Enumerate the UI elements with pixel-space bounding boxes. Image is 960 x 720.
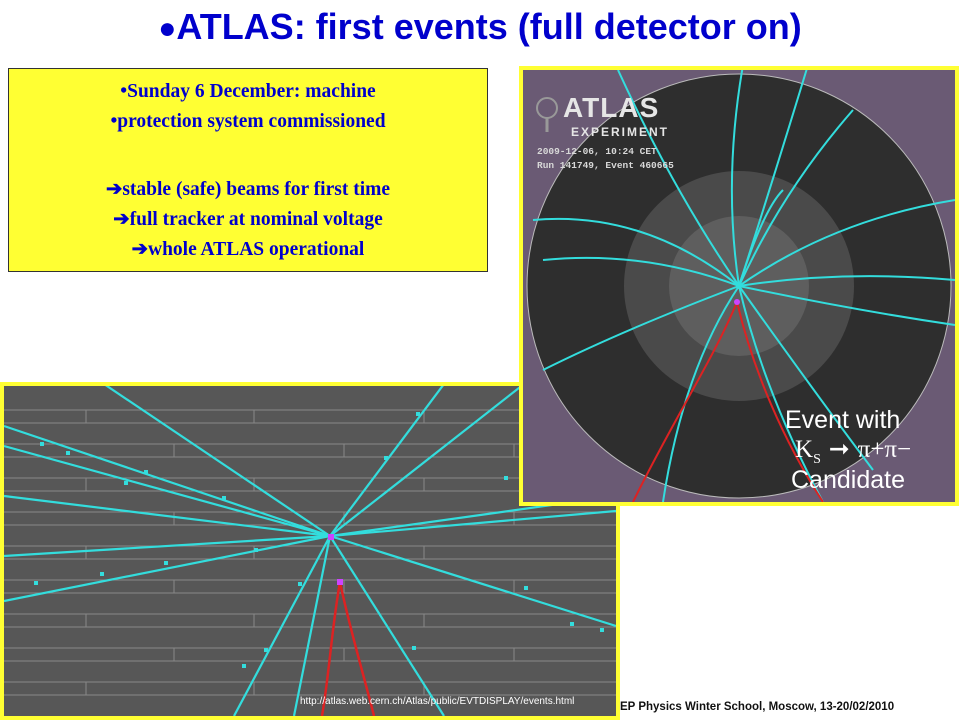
slide-title: ●ATLAS: first events (full detector on) (0, 6, 960, 48)
zoomed-event-display: http://atlas.web.cern.ch/Atlas/public/EV… (0, 382, 620, 720)
info-item-1: ➔stable (safe) beams for first time (9, 177, 487, 201)
info-text-2: protection system commissioned (117, 111, 386, 132)
info-box: •Sunday 6 December: machine •protection … (8, 68, 488, 272)
zoom-tracks (4, 386, 616, 716)
arrow-right-icon: ➞ (820, 434, 858, 463)
info-item-text: whole ATLAS operational (148, 239, 365, 260)
info-item-2: ➔full tracker at nominal voltage (9, 207, 487, 231)
atlas-experiment-text: EXPERIMENT (571, 125, 670, 139)
zoomed-event-svg (4, 386, 616, 716)
title-bullet: ● (158, 12, 177, 45)
footer-text: EP Physics Winter School, Moscow, 13-20/… (620, 701, 895, 713)
bullet-icon: • (120, 81, 128, 102)
atlas-logo-icon (536, 97, 558, 132)
info-line-2: •protection system commissioned (9, 111, 487, 133)
event-tracks (532, 70, 955, 502)
caption-line-3: Candidate (791, 466, 905, 494)
arrow-icon: ➔ (113, 209, 130, 230)
caption-line-1: Event with (785, 406, 901, 434)
caption-k: K (795, 436, 814, 463)
info-item-text: stable (safe) beams for first time (122, 179, 391, 200)
event-display-svg (523, 70, 955, 502)
detector-grid (4, 409, 616, 696)
secondary-vertex (337, 579, 343, 585)
caption-ks: KS ➞ π+π− (795, 434, 911, 468)
atlas-event-display: ATLAS EXPERIMENT 2009-12-06, 10:24 CET R… (519, 66, 959, 506)
ks-track-left (632, 301, 738, 502)
ks-track-right (736, 301, 824, 502)
caption-sub: S (813, 452, 821, 467)
ks-track-right (338, 581, 376, 716)
info-text-1: Sunday 6 December: machine (127, 81, 376, 102)
primary-vertex (328, 534, 334, 540)
secondary-vertex (734, 299, 740, 305)
event-date: 2009-12-06, 10:24 CET (537, 146, 657, 157)
info-item-text: full tracker at nominal voltage (129, 209, 383, 230)
arrow-icon: ➔ (105, 179, 123, 200)
slide-title-text: ATLAS: first events (full detector on) (176, 6, 802, 47)
event-run: Run 141749, Event 460665 (537, 160, 674, 171)
ks-track-left (320, 581, 342, 716)
info-line-1: •Sunday 6 December: machine (9, 81, 487, 103)
primary-vertex (736, 283, 742, 289)
atlas-logo-text: ATLAS (563, 92, 660, 123)
arrow-icon: ➔ (131, 239, 148, 260)
bullet-icon: • (110, 111, 118, 132)
event-url[interactable]: http://atlas.web.cern.ch/Atlas/public/EV… (300, 696, 575, 707)
zoom-hits (34, 412, 604, 668)
caption-pions: π+π− (857, 436, 912, 463)
info-item-3: ➔whole ATLAS operational (9, 237, 487, 261)
